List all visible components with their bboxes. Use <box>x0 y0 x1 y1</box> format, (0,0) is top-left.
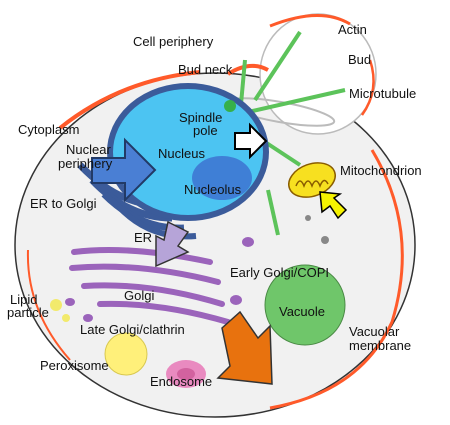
golgi-vesicle <box>65 298 75 306</box>
golgi-vesicle <box>230 295 242 305</box>
label-cytoplasm: Cytoplasm <box>18 122 79 137</box>
label-spindle-pole-2: pole <box>193 123 218 138</box>
lipid-particle <box>50 299 62 311</box>
er-curve <box>115 203 197 240</box>
vacuole <box>264 264 346 346</box>
peroxisome <box>104 332 148 376</box>
cell-periphery-outline-right <box>269 149 404 410</box>
arrow-blue <box>91 137 157 203</box>
endosome-core <box>177 368 195 380</box>
label-cell-periphery: Cell periphery <box>133 34 214 49</box>
label-endosome: Endosome <box>150 374 212 389</box>
golgi-vesicle <box>83 314 93 322</box>
label-spindle-pole: Spindle <box>179 110 222 125</box>
bud-periphery-right <box>360 59 375 116</box>
vesicle <box>305 215 311 221</box>
bud-periphery <box>269 14 351 28</box>
label-microtubule: Microtubule <box>349 86 416 101</box>
golgi-vesicle <box>242 237 254 247</box>
label-nucleolus: Nucleolus <box>184 182 242 197</box>
microtubule <box>247 88 346 114</box>
vesicle <box>321 236 329 244</box>
microtubule <box>253 30 302 102</box>
arrow-orange <box>216 310 273 385</box>
label-nuclear-periphery: Nuclear <box>66 142 111 157</box>
label-late-golgi: Late Golgi/clathrin <box>80 322 185 337</box>
label-lipid-particle-2: particle <box>7 305 49 320</box>
golgi-cisterna <box>69 263 221 285</box>
arrow-yellow <box>319 191 348 220</box>
golgi-cisterna <box>97 300 231 325</box>
label-peroxisome: Peroxisome <box>40 358 109 373</box>
label-bud-neck: Bud neck <box>178 62 233 77</box>
spindle-pole-body <box>224 100 236 112</box>
label-actin: Actin <box>338 22 367 37</box>
label-nuclear-periphery-2: periphery <box>58 156 113 171</box>
label-er-to-golgi: ER to Golgi <box>30 196 97 211</box>
label-nucleus: Nucleus <box>158 146 205 161</box>
cell-periphery-outline <box>58 70 201 130</box>
nucleolus <box>192 156 252 200</box>
label-mitochondrion: Mitochondrion <box>340 163 422 178</box>
golgi-cisterna <box>81 282 225 307</box>
label-er: ER <box>134 230 152 245</box>
label-vacuolar-membrane: Vacuolar <box>349 324 400 339</box>
label-lipid-particle: Lipid <box>10 292 37 307</box>
label-early-golgi: Early Golgi/COPI <box>230 265 329 280</box>
label-bud: Bud <box>348 52 371 67</box>
label-vacuolar-membrane-2: membrane <box>349 338 411 353</box>
mitochondrion <box>288 162 336 198</box>
microtubule <box>266 189 280 236</box>
lipid-particle <box>62 314 70 322</box>
arrow-outline <box>234 122 268 160</box>
golgi-cisterna <box>71 247 213 265</box>
actin-patch <box>226 63 269 76</box>
arrow-purple <box>155 220 190 268</box>
label-vacuole: Vacuole <box>279 304 325 319</box>
mitochondrion-cristae <box>295 179 329 189</box>
cell-periphery-outline-left <box>26 249 71 361</box>
label-golgi: Golgi <box>124 288 154 303</box>
